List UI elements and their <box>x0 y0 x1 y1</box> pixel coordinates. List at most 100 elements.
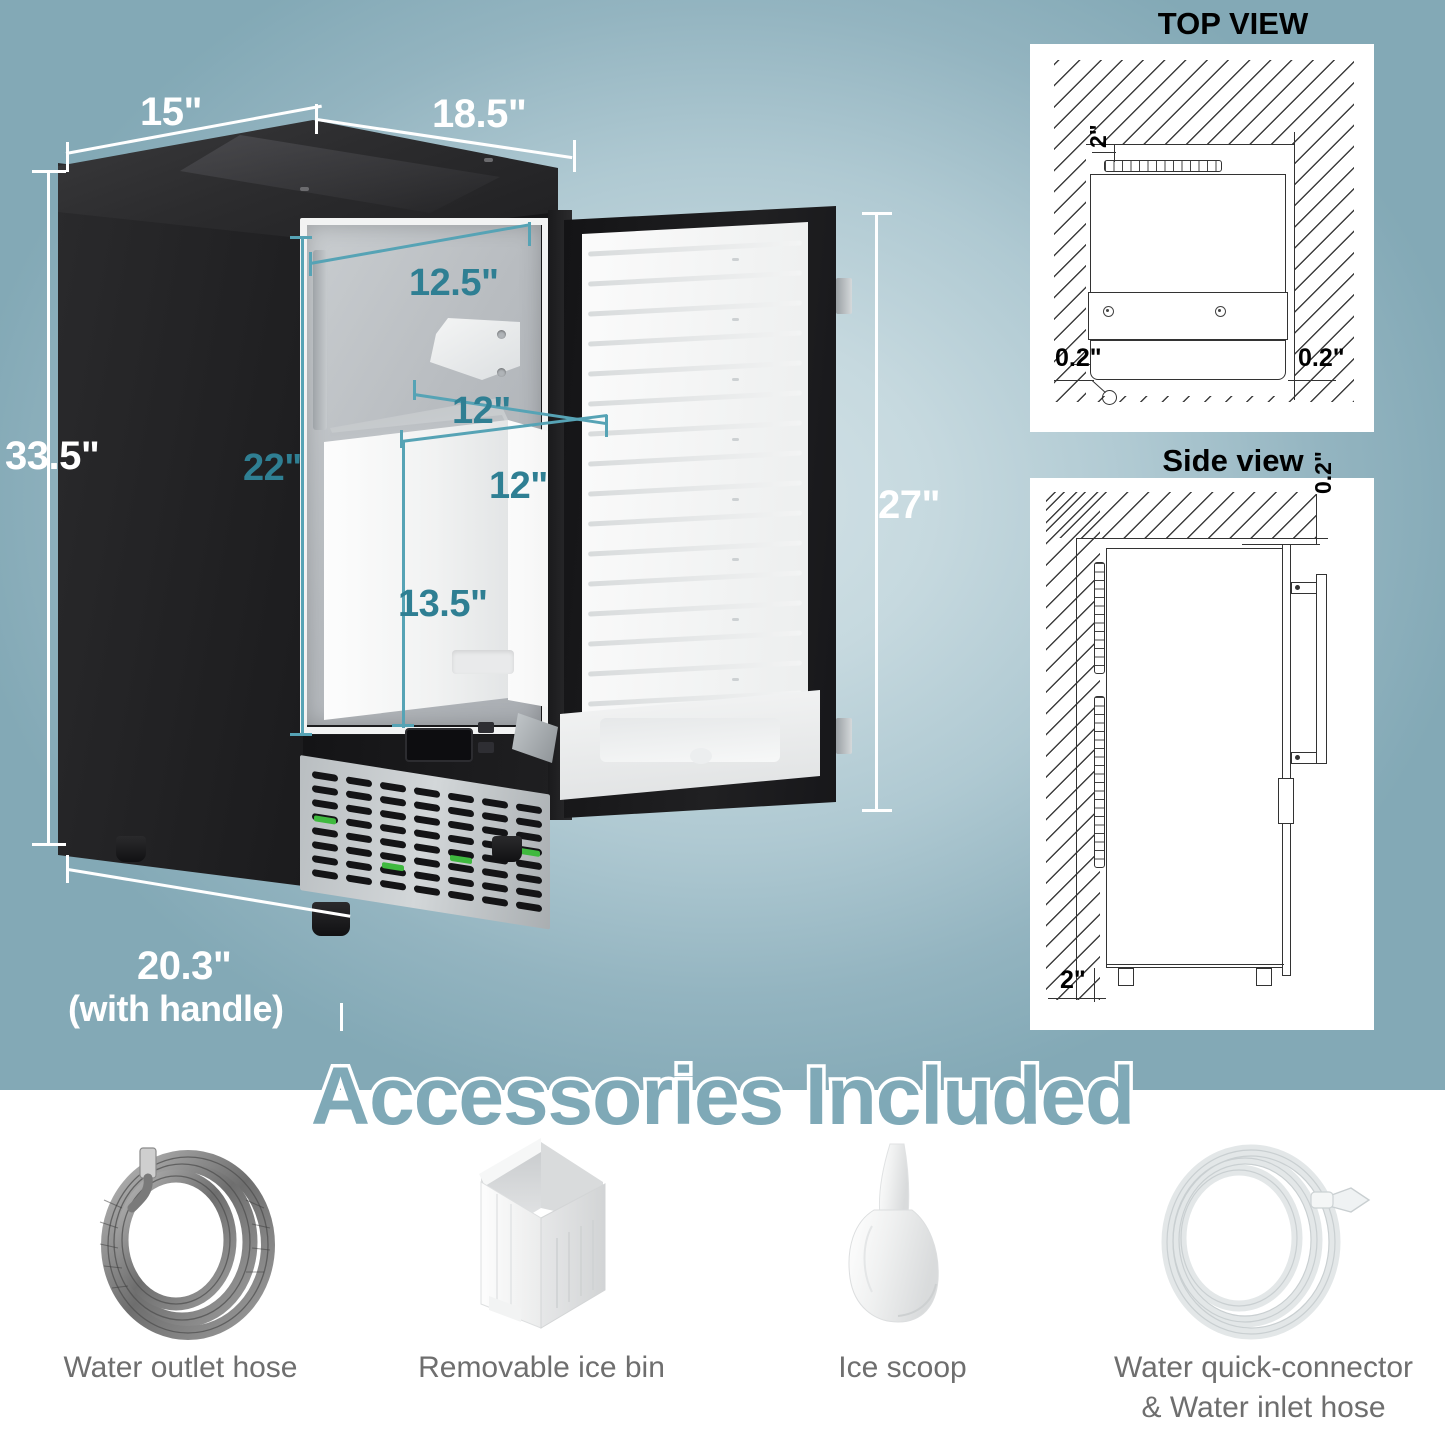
door-shelf-knob <box>690 748 712 764</box>
dim-line-door-height <box>875 212 878 812</box>
dimension-label-door-height: 27" <box>878 483 940 527</box>
dim-tick <box>66 142 69 172</box>
vent-slot <box>516 803 542 815</box>
vent-slot <box>516 873 542 885</box>
door-liner-dimple <box>732 258 739 261</box>
dimension-label-cavity-height: 22" <box>243 447 302 489</box>
vent-slot <box>414 843 440 855</box>
vent-slot <box>380 823 406 835</box>
vent-slot <box>482 811 508 823</box>
cavity-left-rail <box>313 250 327 430</box>
door-liner-dimple <box>732 498 739 501</box>
side-view-condenser-coil-lower <box>1094 696 1105 868</box>
dimension-label-depth-handle: 20.3" <box>137 944 232 988</box>
top-view-card: 2" 0.2" 0.2" <box>1030 44 1374 432</box>
ice-bin-icon <box>361 1130 722 1340</box>
vent-slot <box>346 832 372 844</box>
top-view-screw <box>1215 306 1226 317</box>
top-view-screw <box>1103 306 1114 317</box>
vent-slot <box>448 792 474 804</box>
door-hinge-lower <box>836 718 852 754</box>
side-view-wall-hatch-top <box>1046 492 1316 538</box>
door-liner-rib <box>588 630 802 647</box>
dim-tick-teal <box>290 236 312 239</box>
top-view-front-frame <box>1088 292 1288 340</box>
side-view-dim-ext <box>1316 494 1318 544</box>
vent-slot <box>448 876 474 888</box>
side-view-base-line <box>1106 964 1284 966</box>
control-button[interactable] <box>478 722 494 733</box>
vent-slot <box>448 890 474 902</box>
top-view-clearance-left-label: 0.2" <box>1055 344 1102 372</box>
vent-slot <box>346 776 372 788</box>
door-liner-dimple <box>732 378 739 381</box>
accessory-label: Ice scoop <box>838 1351 967 1384</box>
side-view-ceiling-line <box>1076 538 1318 540</box>
top-view-condenser-coil <box>1104 160 1222 172</box>
vent-slot <box>346 846 372 858</box>
dim-tick <box>573 140 576 172</box>
vent-slot <box>448 834 474 846</box>
side-view-wall-hatch-left <box>1046 492 1100 1000</box>
top-view-handle-knob <box>1102 390 1117 405</box>
control-button[interactable] <box>478 742 494 753</box>
vent-slot <box>482 881 508 893</box>
vent-slot <box>414 801 440 813</box>
door-liner-rib <box>588 600 802 617</box>
side-view-door <box>1282 544 1291 976</box>
door-liner-dimple <box>732 618 739 621</box>
vent-slot <box>516 887 542 899</box>
vent-slot <box>414 787 440 799</box>
dim-tick <box>315 104 318 134</box>
dimension-label-bin-width: 12" <box>489 465 548 507</box>
side-view-handle-bar <box>1316 574 1327 764</box>
door-liner-rib <box>588 540 802 557</box>
vent-slot <box>346 874 372 886</box>
top-view-wall-line <box>1086 144 1294 146</box>
top-view-clearance-rear-label: 2" <box>1085 124 1111 148</box>
dim-line-height <box>47 170 50 846</box>
scoop-bowl <box>848 1209 939 1323</box>
dim-tick-teal <box>413 380 416 400</box>
side-view-unit-body <box>1106 548 1284 968</box>
vent-slot <box>380 837 406 849</box>
lid-screw <box>300 187 309 191</box>
dimension-label-width: 18.5" <box>432 92 527 136</box>
vent-slot <box>482 895 508 907</box>
door-liner-rib <box>588 420 802 437</box>
top-view-door-footprint <box>1090 340 1286 380</box>
dim-tick-teal <box>605 415 608 437</box>
vent-slot <box>312 868 338 881</box>
vent-slot <box>516 817 542 829</box>
leveling-foot <box>492 836 522 862</box>
dimension-label-height: 33.5" <box>5 434 100 478</box>
ice-bin-front-face <box>324 420 508 720</box>
dimension-label-bin-height: 13.5" <box>398 583 488 625</box>
scoop-handle <box>879 1143 910 1217</box>
door-liner-dimple <box>732 678 739 681</box>
vent-slot <box>380 879 406 891</box>
dimension-label-cavity-width: 12.5" <box>409 262 499 304</box>
door-liner-rib <box>588 660 802 677</box>
dim-tick <box>32 843 66 846</box>
vent-slot <box>380 809 406 821</box>
door-liner-dimple <box>732 558 739 561</box>
vent-slot <box>312 854 338 867</box>
door-liner-rib <box>588 480 802 497</box>
vent-slot <box>346 804 372 816</box>
door-hinge-upper <box>836 278 852 314</box>
dim-line-cavity-height <box>301 236 304 736</box>
door-liner-rib <box>588 360 802 377</box>
accessories-grid: Water outlet hose <box>0 1130 1445 1445</box>
accessory-label: Water quick-connector & Water inlet hose <box>1113 1351 1413 1424</box>
accessory-label: Removable ice bin <box>418 1351 665 1384</box>
side-view-foot <box>1118 968 1134 986</box>
vent-slot <box>482 797 508 809</box>
side-view-dim-ext <box>1094 968 1096 1002</box>
side-view-foot <box>1256 968 1272 986</box>
coiled-corrugated-hose-icon <box>0 1130 361 1340</box>
vent-slot <box>380 851 406 863</box>
leveling-foot <box>312 902 350 936</box>
dimension-label-depth: 15" <box>140 90 202 134</box>
side-view-handle-screw <box>1295 585 1300 590</box>
